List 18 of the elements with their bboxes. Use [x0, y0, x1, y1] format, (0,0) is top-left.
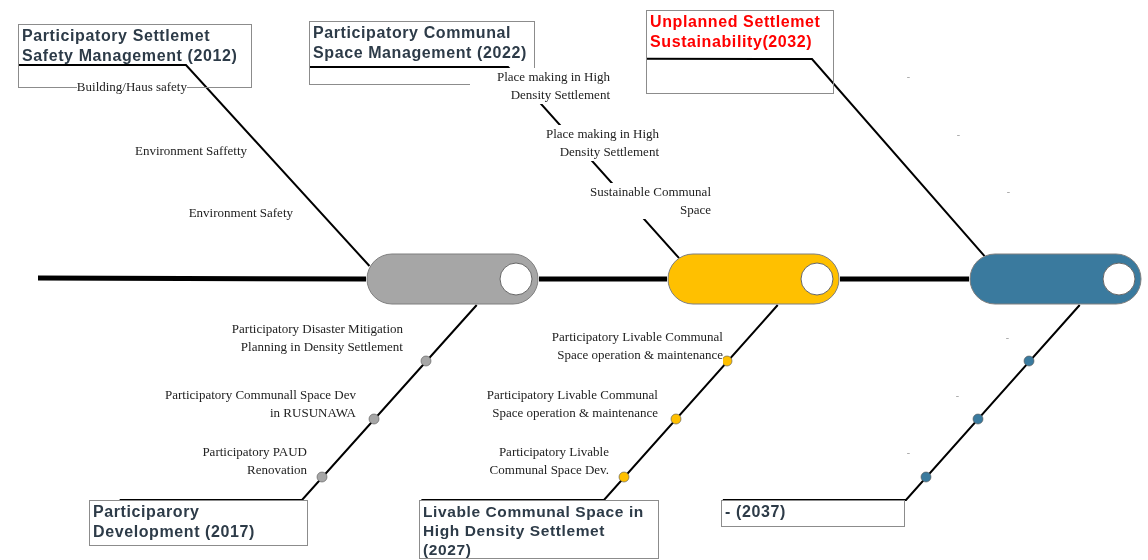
- branch-line: [17, 63, 371, 267]
- milestone-title: Participatory Communal Space Management (2022): [313, 23, 528, 63]
- milestone-title: Participarory Development (2017): [93, 502, 256, 542]
- milestone-box: [89, 500, 308, 546]
- milestone-title: Livable Communal Space in High Density Settlemet (2027): [423, 502, 645, 559]
- spine-line: [840, 276, 969, 282]
- milestone-title: Unplanned Settlemet Sustainability(2032): [650, 12, 822, 52]
- milestone-box: [646, 10, 834, 94]
- branch-line: [420, 304, 779, 501]
- spine-line: [38, 275, 366, 282]
- milestone-title: - (2037): [725, 502, 787, 522]
- branch-line: [118, 304, 478, 501]
- branch-line: [645, 57, 986, 258]
- branch-label: Place making in High Density Settlement: [470, 68, 610, 104]
- spine-line: [539, 276, 667, 282]
- milestone-title: Participatory Settlemet Safety Management (2012): [22, 26, 239, 66]
- branch-line: [721, 304, 1081, 501]
- milestone-box: [721, 500, 905, 527]
